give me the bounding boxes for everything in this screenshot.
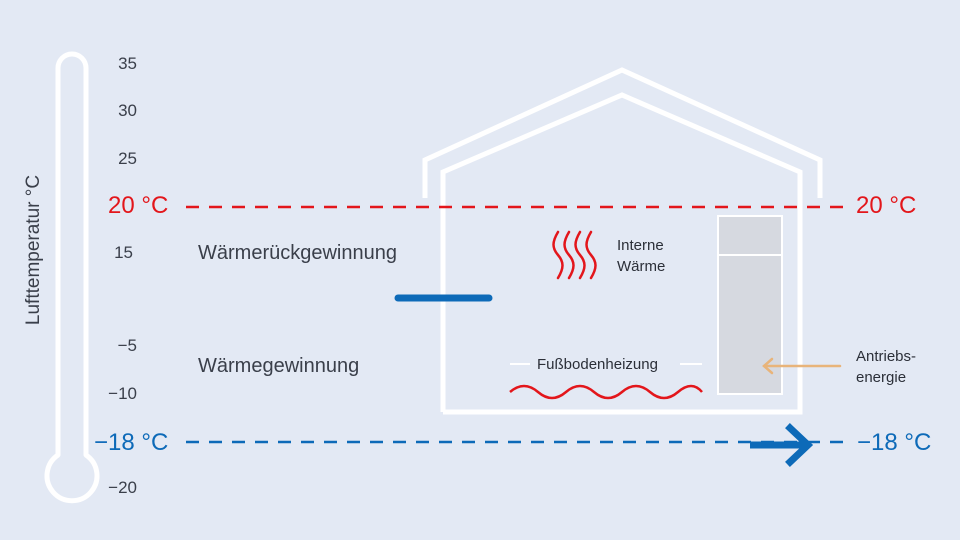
y-axis-label: Lufttemperatur °C — [23, 174, 44, 326]
thermometer-icon — [44, 51, 100, 504]
tick-label: 30 — [118, 101, 137, 120]
heat-flow-pipe — [394, 181, 814, 467]
internal-heat-icon — [552, 230, 597, 280]
cold-level-label-right: −18 °C — [857, 429, 932, 456]
tick-label: 35 — [118, 54, 137, 73]
tick-label: 15 — [114, 243, 133, 262]
drive-energy-label-line1: Antriebs- — [856, 348, 917, 365]
cold-level-label-left: −18 °C — [94, 429, 169, 456]
warm-level-label-left: 20 °C — [108, 192, 169, 219]
tick-label: −5 — [117, 336, 137, 355]
drive-energy-arrow — [762, 357, 842, 375]
heat-gain-label: Wärmegewinnung — [198, 355, 360, 377]
heat-recovery-label: Wärmerückgewinnung — [198, 242, 397, 264]
tick-label: 25 — [118, 149, 137, 168]
warm-level-label-right: 20 °C — [856, 192, 917, 219]
house-roof — [422, 67, 823, 415]
drive-energy-label-line2: energie — [856, 369, 907, 386]
drive-energy-label: Antriebs- energie — [856, 346, 916, 388]
tick-label: −10 — [108, 384, 137, 403]
internal-heat-label: Interne Wärme — [617, 235, 665, 277]
tick-label: −20 — [108, 478, 137, 497]
internal-heat-label-line2: Wärme — [617, 258, 666, 275]
internal-heat-label-line1: Interne — [617, 237, 664, 254]
floor-heating-label: Fußbodenheizung — [537, 356, 658, 373]
floor-heating-icon — [509, 363, 703, 400]
